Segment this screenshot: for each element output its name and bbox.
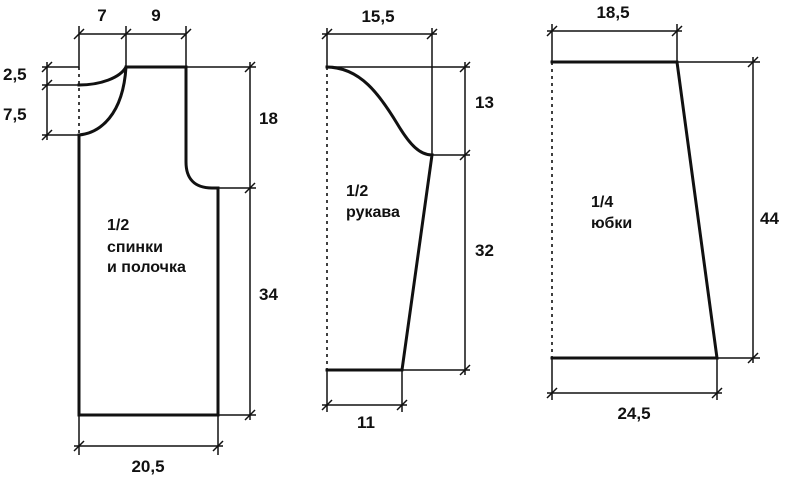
sleeve-piece: 15,5 13 32 11 1/2 рукава xyxy=(322,7,494,432)
back-neckline xyxy=(79,67,126,85)
dim-side: 34 xyxy=(259,285,278,304)
dim-bottom-width: 20,5 xyxy=(131,457,164,476)
skirt-name: юбки xyxy=(591,215,632,232)
piece-fraction: 1/2 xyxy=(107,217,129,234)
dim-sleeve-top: 15,5 xyxy=(361,7,394,26)
dim-neck-back: 2,5 xyxy=(3,65,27,84)
skirt-outline xyxy=(552,62,717,358)
dim-shoulder-right: 9 xyxy=(151,6,160,25)
sleeve-fraction: 1/2 xyxy=(346,183,368,200)
dim-armhole: 18 xyxy=(259,109,278,128)
dim-sleeve-cap: 13 xyxy=(475,93,494,112)
piece-name-2: и полочка xyxy=(107,259,186,276)
dim-skirt-top: 18,5 xyxy=(596,3,629,22)
dim-neck-front: 7,5 xyxy=(3,105,27,124)
dim-sleeve-length: 32 xyxy=(475,241,494,260)
skirt-piece: 18,5 44 24,5 1/4 юбки xyxy=(547,3,779,423)
dim-cuff: 11 xyxy=(357,413,375,432)
back-front-piece: 7 9 2,5 7,5 18 34 20,5 1/2 спинки и поло… xyxy=(3,6,278,476)
dim-shoulder-left: 7 xyxy=(97,6,106,25)
dim-skirt-bottom: 24,5 xyxy=(617,404,650,423)
skirt-fraction: 1/4 xyxy=(591,194,613,211)
dim-skirt-height: 44 xyxy=(760,209,779,228)
piece-name: спинки xyxy=(107,239,163,256)
sleeve-name: рукава xyxy=(346,204,400,221)
